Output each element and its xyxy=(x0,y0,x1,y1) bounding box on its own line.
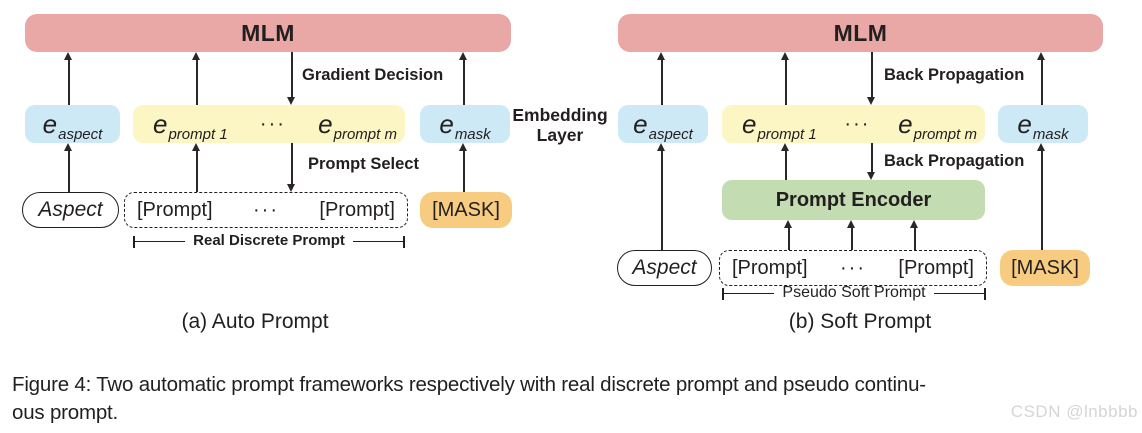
prompt-select-label: Prompt Select xyxy=(308,155,419,173)
pseudo-soft-prompt-label: Pseudo Soft Prompt xyxy=(782,283,926,301)
arrow-a-mlm-to-embeddings xyxy=(287,52,295,105)
prompt-token-left-a: [Prompt] xyxy=(137,198,213,221)
e-prompt-box-a: eprompt 1 ··· eprompt m xyxy=(133,105,405,143)
real-discrete-prompt-label: Real Discrete Prompt xyxy=(193,232,345,249)
prompt-tokens-box-b: [Prompt] ··· [Prompt] xyxy=(719,250,987,286)
bracket-tick xyxy=(133,235,135,248)
mlm-label-b: MLM xyxy=(833,19,888,46)
mlm-label-a: MLM xyxy=(241,19,295,46)
mask-token-label-a: [MASK] xyxy=(432,198,500,221)
figure-caption: Figure 4: Two automatic prompt framework… xyxy=(12,371,1130,426)
arrow-b-mlm-backprop xyxy=(867,52,875,105)
arrow-a-masktoken-to-emask xyxy=(459,143,467,192)
mlm-box-a: MLM xyxy=(25,14,511,52)
e-mask-formula-a: emask xyxy=(439,108,491,143)
bracket-line xyxy=(352,240,404,243)
prompt-token-right-a: [Prompt] xyxy=(319,198,395,221)
arrow-b-prompt1-to-encoder xyxy=(784,220,792,250)
arrow-b-prompt2-to-encoder xyxy=(847,220,855,250)
e-prompt-last-b: eprompt m xyxy=(898,108,977,143)
arrow-a-prompt-to-eprompt xyxy=(192,143,200,192)
e-aspect-formula-a: easpect xyxy=(42,108,103,143)
embedding-layer-label: Embedding Layer xyxy=(512,105,608,145)
arrow-b-easpect-to-mlm xyxy=(657,52,665,105)
prompt-token-right-b: [Prompt] xyxy=(898,256,974,279)
prompt-tokens-box-a: [Prompt] ··· [Prompt] xyxy=(124,192,408,228)
bracket-line xyxy=(723,292,775,295)
e-aspect-box-b: easpect xyxy=(618,105,708,143)
arrow-b-embeddings-to-encoder xyxy=(867,143,875,180)
prompt-encoder-label: Prompt Encoder xyxy=(775,188,932,211)
prompt-dots-a: ··· xyxy=(253,198,279,221)
arrow-b-eprompt-to-mlm xyxy=(781,52,789,105)
panel-b-caption: (b) Soft Prompt xyxy=(788,310,932,333)
back-propagation-label-mid: Back Propagation xyxy=(884,152,1025,170)
back-propagation-label-top: Back Propagation xyxy=(884,66,1025,84)
real-discrete-prompt-bracket: Real Discrete Prompt xyxy=(133,232,406,249)
aspect-token-label-a: Aspect xyxy=(38,198,103,221)
bracket-line xyxy=(134,240,186,243)
e-aspect-box-a: easpect xyxy=(25,105,120,143)
e-prompt-box-b: eprompt 1 ··· eprompt m xyxy=(722,105,985,143)
bracket-line xyxy=(933,292,985,295)
arrow-a-aspect-to-easpect xyxy=(64,143,72,192)
bracket-tick xyxy=(722,287,724,300)
e-prompt-first-b: eprompt 1 xyxy=(742,108,817,143)
e-prompt-last-a: eprompt m xyxy=(318,108,397,143)
figure-caption-line2: ous prompt. xyxy=(12,400,119,424)
e-mask-box-a: emask xyxy=(420,105,510,143)
arrow-b-masktoken-to-emask xyxy=(1037,143,1045,250)
arrow-b-encoder-to-eprompt xyxy=(781,143,789,180)
mask-token-b: [MASK] xyxy=(1000,250,1090,286)
pseudo-soft-prompt-bracket: Pseudo Soft Prompt xyxy=(722,283,986,301)
prompt-dots-b: ··· xyxy=(840,256,866,279)
bracket-tick xyxy=(984,287,986,300)
panel-a-caption: (a) Auto Prompt xyxy=(181,310,329,333)
arrow-b-aspect-to-easpect xyxy=(657,143,665,250)
arrow-a-emask-to-mlm xyxy=(459,52,467,105)
e-mask-box-b: emask xyxy=(998,105,1088,143)
e-mask-formula-b: emask xyxy=(1017,108,1069,143)
aspect-token-a: Aspect xyxy=(22,192,119,228)
mask-token-a: [MASK] xyxy=(420,192,512,228)
bracket-tick xyxy=(403,235,406,248)
figure-caption-line1: Figure 4: Two automatic prompt framework… xyxy=(12,373,926,396)
e-prompt-first-a: eprompt 1 xyxy=(153,108,228,143)
arrow-a-eprompt-to-mlm xyxy=(192,52,200,105)
aspect-token-b: Aspect xyxy=(617,250,712,286)
csdn-watermark: CSDN @lnbbbb xyxy=(1010,402,1138,421)
gradient-decision-label: Gradient Decision xyxy=(302,66,444,84)
mlm-box-b: MLM xyxy=(618,14,1103,52)
arrow-b-prompt3-to-encoder xyxy=(910,220,918,250)
e-aspect-formula-b: easpect xyxy=(633,108,693,143)
prompt-encoder-box: Prompt Encoder xyxy=(722,180,985,220)
prompt-token-left-b: [Prompt] xyxy=(732,256,808,279)
aspect-token-label-b: Aspect xyxy=(632,256,697,279)
arrow-a-easpect-to-mlm xyxy=(64,52,72,105)
embedding-dots-a: ··· xyxy=(259,112,286,135)
arrow-b-emask-to-mlm xyxy=(1037,52,1045,105)
embedding-dots-b: ··· xyxy=(844,112,871,135)
mask-token-label-b: [MASK] xyxy=(1011,256,1079,279)
arrow-a-embeddings-to-prompts xyxy=(287,143,295,192)
